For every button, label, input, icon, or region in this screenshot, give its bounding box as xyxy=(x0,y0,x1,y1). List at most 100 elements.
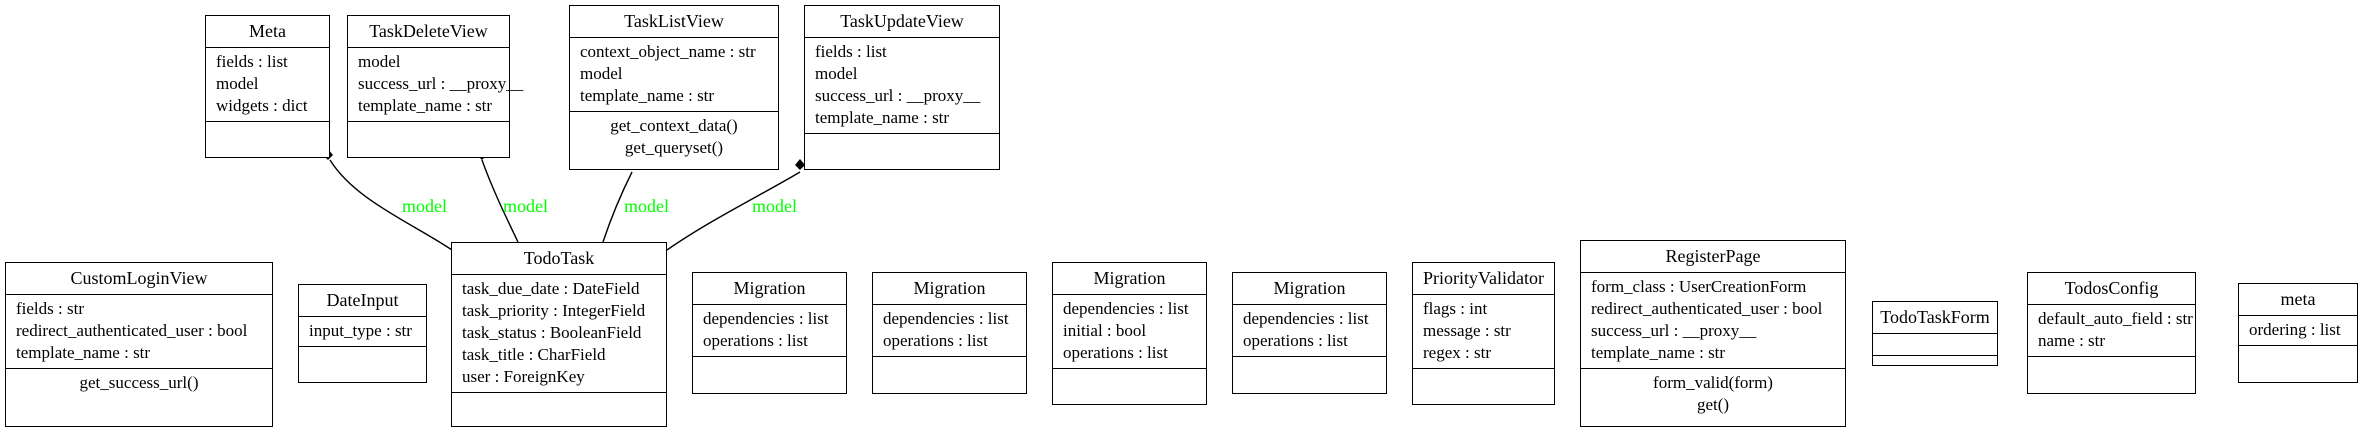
attribute: task_due_date : DateField xyxy=(462,279,640,298)
attribute: success_url : __proxy__ xyxy=(815,86,981,105)
attribute: dependencies : list xyxy=(703,309,829,328)
attributes-compartment: dependencies : list operations : list xyxy=(873,305,1026,357)
attributes-compartment: form_class : UserCreationForm redirect_au… xyxy=(1581,273,1845,369)
methods-compartment xyxy=(873,357,1026,364)
method: get() xyxy=(1696,395,1730,414)
attributes-compartment: model success_url : __proxy__ template_nam… xyxy=(348,48,524,122)
methods-compartment xyxy=(693,357,846,364)
composition-diamond-icon xyxy=(795,159,805,170)
attribute: default_auto_field : str xyxy=(2038,309,2193,328)
class-task-update-view: TaskUpdateView fields : list model success_… xyxy=(804,5,1000,170)
class-todo-task-form: TodoTaskForm xyxy=(1872,301,1998,366)
class-migration4: Migration dependencies : list operations :… xyxy=(1232,272,1387,394)
methods-compartment xyxy=(805,134,999,141)
attribute: message : str xyxy=(1423,321,1511,340)
attributes-compartment xyxy=(1873,334,1997,356)
edge-todo-task-to-task-update-view xyxy=(666,171,801,251)
attributes-compartment: dependencies : list operations : list xyxy=(1233,305,1386,357)
attribute: dependencies : list xyxy=(1063,299,1189,318)
class-name: RegisterPage xyxy=(1581,241,1845,273)
methods-compartment xyxy=(2028,357,2195,364)
method: get_success_url() xyxy=(79,373,199,392)
class-priority-validator: PriorityValidator flags : int message : st… xyxy=(1412,262,1555,405)
class-name: Migration xyxy=(693,273,846,305)
class-name: TaskListView xyxy=(570,6,778,38)
class-name: PriorityValidator xyxy=(1413,263,1554,295)
attribute: model xyxy=(216,74,259,93)
attribute: context_object_name : str xyxy=(580,42,756,61)
edge-label: model xyxy=(624,196,669,216)
attributes-compartment: dependencies : list initial : bool operati… xyxy=(1053,295,1206,369)
methods-compartment xyxy=(299,347,426,354)
edge-label: model xyxy=(402,196,447,216)
attribute: task_title : CharField xyxy=(462,345,606,364)
attribute: dependencies : list xyxy=(1243,309,1369,328)
attribute: fields : str xyxy=(16,299,84,318)
methods-compartment xyxy=(1233,357,1386,364)
class-name: TodoTask xyxy=(452,243,666,275)
class-migration2: Migration dependencies : list operations :… xyxy=(872,272,1027,394)
attributes-compartment: dependencies : list operations : list xyxy=(693,305,846,357)
attribute: widgets : dict xyxy=(216,96,308,115)
class-name: CustomLoginView xyxy=(6,263,272,295)
class-name: Meta xyxy=(206,16,329,48)
attribute: fields : list xyxy=(216,52,288,71)
attribute: fields : list xyxy=(815,42,887,61)
methods-compartment xyxy=(2239,346,2357,353)
methods-compartment xyxy=(1873,356,1997,363)
attribute: template_name : str xyxy=(580,86,715,105)
attribute: operations : list xyxy=(1063,343,1168,362)
class-todos-config: TodosConfig default_auto_field : str name … xyxy=(2027,272,2196,394)
attribute: template_name : str xyxy=(16,343,151,362)
attributes-compartment: fields : list model widgets : dict xyxy=(206,48,329,122)
attributes-compartment: ordering : list xyxy=(2239,316,2357,346)
method: get_context_data() xyxy=(610,116,738,135)
attribute: model xyxy=(815,64,858,83)
attribute: operations : list xyxy=(1243,331,1348,350)
attribute: operations : list xyxy=(703,331,808,350)
attribute: regex : str xyxy=(1423,343,1491,362)
class-name: meta xyxy=(2239,284,2357,316)
class-meta: meta ordering : list xyxy=(2238,283,2358,383)
attribute: success_url : __proxy__ xyxy=(358,74,524,93)
attribute: redirect_authenticated_user : bool xyxy=(16,321,248,340)
attribute: redirect_authenticated_user : bool xyxy=(1591,299,1823,318)
methods-compartment: get_success_url() xyxy=(6,369,272,398)
attributes-compartment: default_auto_field : str name : str xyxy=(2028,305,2195,357)
class-name: TaskUpdateView xyxy=(805,6,999,38)
attribute: dependencies : list xyxy=(883,309,1009,328)
attribute: ordering : list xyxy=(2249,320,2341,339)
class-name: DateInput xyxy=(299,285,426,317)
attribute: input_type : str xyxy=(309,321,412,340)
attribute: model xyxy=(358,52,401,71)
attribute: user : ForeignKey xyxy=(462,367,585,386)
attributes-compartment: input_type : str xyxy=(299,317,426,347)
attribute: template_name : str xyxy=(358,96,493,115)
methods-compartment xyxy=(348,122,509,129)
class-name: Migration xyxy=(1053,263,1206,295)
method: get_queryset() xyxy=(624,138,724,157)
attribute: form_class : UserCreationForm xyxy=(1591,277,1807,296)
attribute: success_url : __proxy__ xyxy=(1591,321,1757,340)
methods-compartment xyxy=(1053,369,1206,376)
class-migration1: Migration dependencies : list operations :… xyxy=(692,272,847,394)
attribute: initial : bool xyxy=(1063,321,1147,340)
class-migration3: Migration dependencies : list initial : bo… xyxy=(1052,262,1207,405)
class-name: TodosConfig xyxy=(2028,273,2195,305)
methods-compartment xyxy=(1413,369,1554,376)
attribute: name : str xyxy=(2038,331,2106,350)
method: form_valid(form) xyxy=(1653,373,1773,392)
class-date-input: DateInput input_type : str xyxy=(298,284,427,383)
attribute: task_status : BooleanField xyxy=(462,323,642,342)
attribute: flags : int xyxy=(1423,299,1488,318)
class-name: Migration xyxy=(1233,273,1386,305)
attribute: operations : list xyxy=(883,331,988,350)
class-name: Migration xyxy=(873,273,1026,305)
methods-compartment xyxy=(206,122,329,129)
methods-compartment: form_valid(form) get() xyxy=(1581,369,1845,420)
